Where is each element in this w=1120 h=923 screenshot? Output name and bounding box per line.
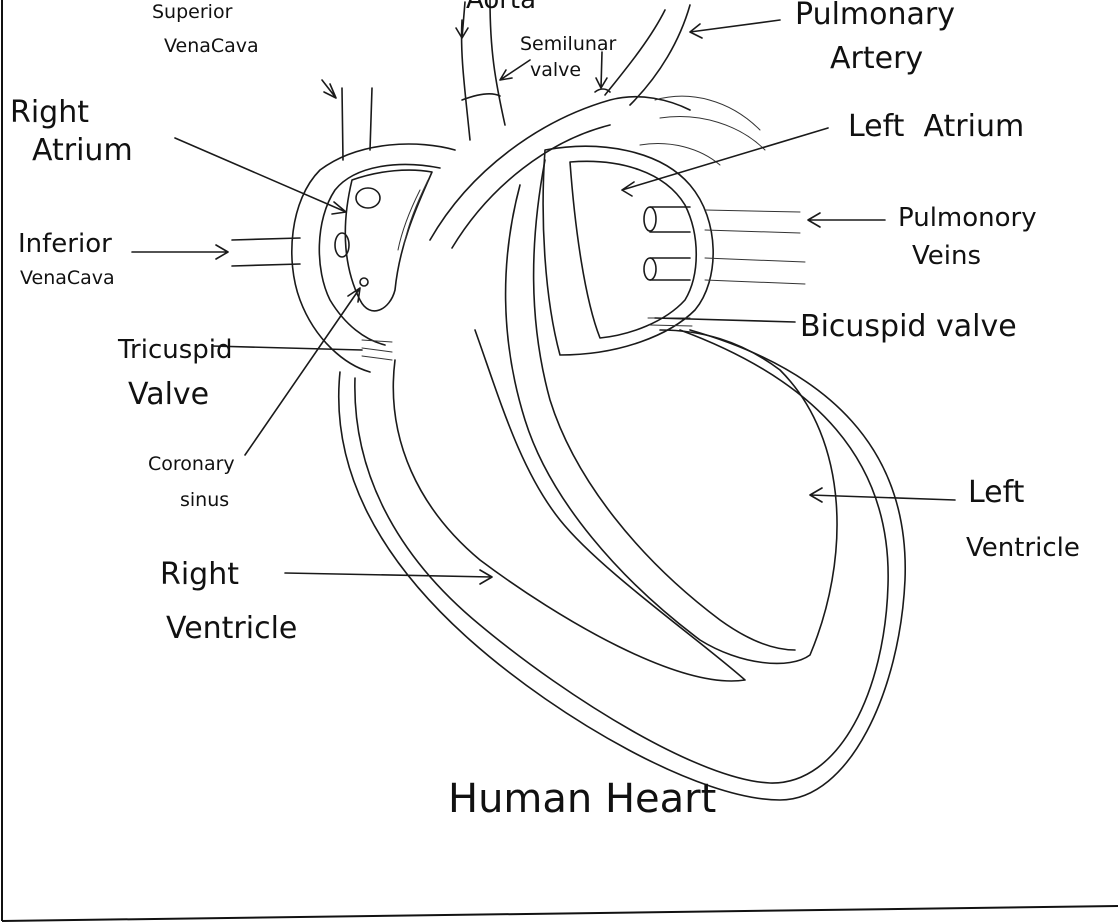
label-pulmonary-artery-2: Artery <box>830 41 923 76</box>
heart-top-contour-inner <box>452 125 610 248</box>
label-tricuspid-valve-1: Tricuspid <box>117 335 233 365</box>
coronary-sinus-opening <box>360 278 368 286</box>
superior-vena-cava-right <box>370 88 372 150</box>
label-semilunar-valve-1: Semilunar <box>520 33 617 55</box>
left-ventricle-pointer <box>810 488 955 502</box>
inferior-vena-cava-bottom <box>232 264 300 266</box>
right-ventricle-pointer <box>285 570 492 584</box>
right-atrium-shading <box>398 180 428 250</box>
label-tricuspid-valve-2: Valve <box>128 377 209 412</box>
label-aorta: Aorta <box>466 0 536 15</box>
semilunar-pointer-down <box>596 52 607 88</box>
bicuspid-valve-pointer <box>655 318 795 322</box>
label-pulmonary-veins-1: Pulmonory <box>898 203 1037 233</box>
diagram-title: Human Heart <box>448 776 716 822</box>
label-inferior-vena-cava-1: Inferior <box>18 229 112 259</box>
svc-opening <box>356 188 380 208</box>
label-coronary-sinus-1: Coronary <box>148 453 235 475</box>
pulmonary-branch-1 <box>655 96 760 130</box>
label-right-ventricle-2: Ventricle <box>166 611 297 646</box>
pulmonary-branch-3 <box>640 144 720 165</box>
heart-drawing <box>232 0 905 800</box>
heart-top-contour <box>430 97 690 240</box>
heart-outer-outline <box>339 330 905 800</box>
label-left-ventricle-2: Ventricle <box>966 533 1080 563</box>
right-atrium-pointer <box>175 138 346 214</box>
label-bicuspid-valve: Bicuspid valve <box>800 309 1017 344</box>
aorta-tube-right <box>490 0 505 125</box>
label-pulmonary-veins-2: Veins <box>912 241 981 271</box>
left-ventricle-cavity <box>506 185 837 663</box>
aorta-valve-ring <box>462 94 500 100</box>
label-semilunar-valve-2: valve <box>530 59 581 81</box>
label-right-ventricle-1: Right <box>160 557 239 592</box>
ivc-opening <box>335 233 349 257</box>
semilunar-pointer-left <box>500 60 530 80</box>
left-atrium-outer <box>543 146 713 355</box>
pulmonary-vein-upper-end <box>644 207 656 231</box>
left-atrium-chamber <box>570 161 696 338</box>
right-atrium-outer <box>292 144 455 372</box>
septum-wall <box>534 160 795 650</box>
label-right-atrium-1: Right <box>10 95 89 130</box>
inferior-vena-cava-top <box>232 238 300 240</box>
label-superior-vena-cava-1: Superior <box>152 1 233 23</box>
pulmonary-vein-lower-end <box>644 258 656 280</box>
heart-inner-wall <box>355 330 888 783</box>
label-pulmonary-artery-1: Pulmonary <box>795 0 955 32</box>
svc-pointer <box>322 80 336 98</box>
pulmonary-veins-pointer <box>808 213 885 227</box>
tricuspid-valve-pointer <box>212 346 362 350</box>
superior-vena-cava-left <box>342 88 343 160</box>
coronary-sinus-pointer <box>245 288 360 455</box>
right-ventricle-cavity <box>393 330 745 681</box>
label-left-ventricle-1: Left <box>968 475 1025 510</box>
label-left-atrium: Left Atrium <box>848 109 1024 144</box>
label-inferior-vena-cava-2: VenaCava <box>20 267 115 289</box>
pulmonary-vein-lines <box>705 210 805 284</box>
left-atrium-pointer <box>622 128 828 196</box>
label-coronary-sinus-2: sinus <box>180 489 229 511</box>
pulmonary-artery-pointer <box>690 20 780 38</box>
label-right-atrium-2: Atrium <box>32 133 133 168</box>
inferior-vena-cava-pointer <box>132 245 228 259</box>
label-superior-vena-cava-2: VenaCava <box>164 35 259 57</box>
